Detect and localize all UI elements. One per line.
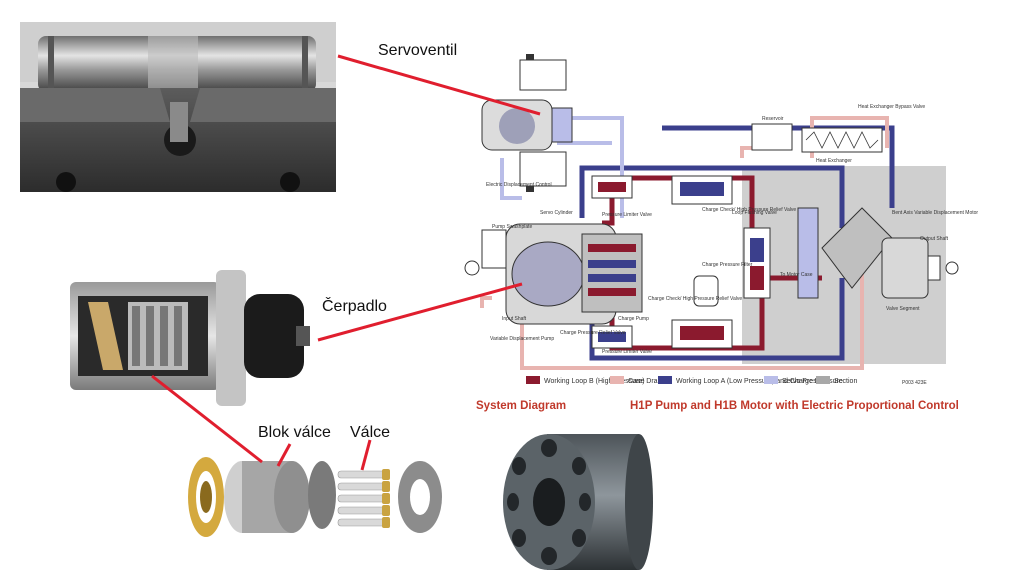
callout-valce: Válce	[350, 424, 391, 441]
label-reservoir: Reservoir	[762, 116, 784, 122]
system-diagram: Electric Displacement Control Servo Cyli…	[462, 48, 982, 418]
label-pressure-limiter-bottom: Pressure Limiter Valve	[602, 349, 652, 355]
label-pressure-limiter-top: Pressure Limiter Valve	[602, 212, 652, 218]
legend-swatch	[610, 376, 624, 384]
label-edc: Electric Displacement Control	[486, 182, 552, 188]
legend-label: Working Loop A (Low Pressure) and Charge…	[676, 378, 843, 385]
charge-filter	[693, 275, 719, 307]
pump-photo	[68, 262, 312, 412]
caption-system-diagram: System Diagram	[476, 400, 566, 412]
label-charge-pump: Charge Pump	[618, 316, 649, 322]
label-input-shaft: Input Shaft	[502, 316, 527, 322]
label-pump-swashplate: Pump Swashplate	[492, 224, 533, 230]
label-charge-relief: Charge Pressure Relief Valve	[560, 330, 626, 336]
label-valve-segment: Valve Segment	[886, 306, 920, 312]
part-number: P003 423E	[902, 380, 927, 386]
caption-h1p-h1b: H1P Pump and H1B Motor with Electric Pro…	[630, 400, 959, 412]
label-heat-exchanger: Heat Exchanger	[816, 158, 852, 164]
reservoir	[751, 123, 793, 151]
callout-line-cylinders-2	[360, 439, 372, 471]
cylinder-block-render	[497, 426, 655, 578]
label-charge-check-top: Charge Check/ High Pressure Relief Valve	[702, 207, 796, 213]
legend-swatch	[816, 376, 830, 384]
label-loop-flushing: Loop Flushing Valve	[732, 210, 777, 216]
legend-label: Case Drain	[628, 378, 663, 385]
pressure-limiter-valve-top	[591, 175, 633, 199]
label-bent-axis-motor: Bent Axis Variable Displacement Motor	[892, 210, 978, 216]
callout-line-pump	[317, 282, 523, 342]
label-variable-pump: Variable Displacement Pump	[490, 336, 554, 342]
legend-swatch	[526, 376, 540, 384]
callout-line-block	[151, 374, 263, 464]
legend-label: Section	[834, 378, 857, 385]
label-charge-check-bottom: Charge Check/ High Pressure Relief Valve	[648, 296, 742, 302]
legend-swatch	[764, 376, 778, 384]
callout-servoventil: Servoventil	[378, 42, 458, 59]
legend-label: Servo Pressure	[782, 378, 830, 385]
legend-label: Working Loop B (High Pressure)	[544, 378, 645, 385]
callout-blok-valce: Blok válce	[258, 424, 331, 441]
servo-valve-photo	[20, 22, 336, 192]
heat-exchanger	[801, 127, 883, 153]
loop-flushing-valve	[743, 227, 771, 299]
pump-body	[464, 223, 643, 325]
label-hx-bypass: Heat Exchanger Bypass Valve	[858, 104, 925, 110]
legend: Working Loop B (High Pressure)Case Drain…	[526, 376, 857, 385]
callout-line-servo	[337, 54, 541, 116]
label-charge-filter: Charge Pressure Filter	[702, 262, 753, 268]
label-output-shaft: Output Shaft	[920, 236, 949, 242]
callout-cerpadlo: Čerpadlo	[322, 298, 387, 315]
label-servo-cylinder: Servo Cylinder	[540, 210, 573, 216]
legend-swatch	[658, 376, 672, 384]
callout-line-cylinders-1	[276, 443, 292, 467]
charge-check-valve-top	[671, 175, 733, 205]
edc-valve	[481, 54, 573, 192]
label-to-motor-case: To Motor Case	[780, 272, 813, 278]
bent-axis-motor	[797, 207, 959, 299]
pressure-limiter-valve-bottom	[591, 325, 633, 349]
exploded-pump-parts	[182, 445, 450, 547]
charge-check-valve-bottom	[671, 319, 733, 349]
